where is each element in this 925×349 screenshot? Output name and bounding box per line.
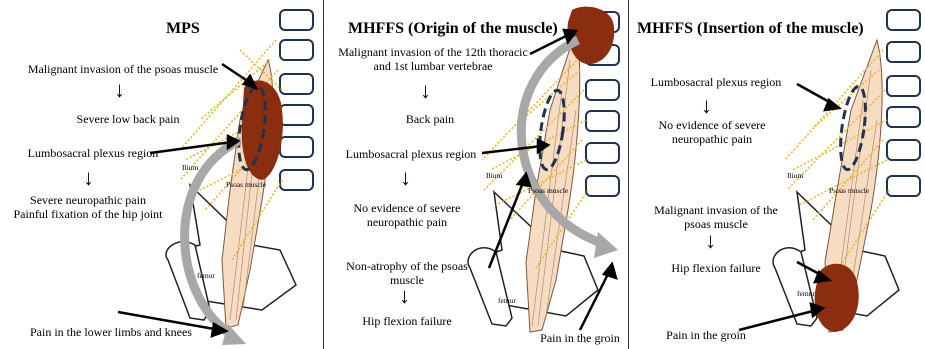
vertebrae-invasion-text: Malignant invasion of the 12th thoracic …: [338, 45, 528, 73]
ilium-label: Ilium: [486, 171, 502, 180]
down-arrow-2: ↓: [400, 167, 411, 189]
ilium-label: Ilium: [182, 163, 198, 172]
lumbosacral-plexus-text: Lumbosacral plexus region: [8, 146, 178, 160]
down-arrow-2: ↓: [83, 167, 94, 189]
panel-mps: MPS Malignant invasion of the psoas musc…: [0, 0, 323, 349]
vertebra-3: [586, 80, 619, 100]
femur-label: femur: [498, 296, 516, 305]
panel-title: MPS: [166, 20, 200, 38]
vertebra-6: [280, 170, 313, 190]
psoas-label: Psoas muscle: [226, 180, 266, 189]
vertebra-4: [280, 105, 313, 125]
panel-title: MHFFS (Insertion of the muscle): [637, 20, 864, 38]
psoas-label: Psoas muscle: [829, 186, 869, 195]
lower-limbs-pain-text: Pain in the lower limbs and knees: [6, 325, 216, 339]
psoas-label: Psoas muscle: [528, 186, 568, 195]
down-arrow-1: ↓: [420, 80, 431, 102]
hip-fixation-text: Painful fixation of the hip joint: [8, 207, 168, 221]
hip-flexion-failure-text: Hip flexion failure: [342, 314, 472, 328]
groin-pain-text: Pain in the groin: [641, 328, 771, 342]
lumbosacral-plexus-text: Lumbosacral plexus region: [326, 147, 496, 161]
vertebra-5: [887, 140, 920, 160]
psoas-invasion-text: Malignant invasion of the psoas muscle: [641, 203, 791, 231]
groin-pain-text: Pain in the groin: [532, 331, 628, 345]
vertebra-3: [280, 74, 313, 94]
down-arrow-2: ↓: [705, 230, 716, 252]
vertebra-4: [887, 107, 920, 127]
vertebra-2: [887, 42, 920, 62]
panel-title: MHFFS (Origin of the muscle): [348, 20, 558, 38]
ilium-label: Ilium: [787, 171, 803, 180]
vertebra-4: [586, 111, 619, 131]
down-arrow-1: ↓: [701, 95, 712, 117]
mps-anatomy-illustration: [0, 0, 323, 349]
vertebra-2: [280, 40, 313, 60]
panel-mhffs-insertion: MHFFS (Insertion of the muscle) Lumbosac…: [629, 0, 925, 349]
lumbosacral-plexus-text: Lumbosacral plexus region: [631, 75, 801, 89]
vertebra-5: [586, 143, 619, 163]
no-neuropathic-pain-text: No evidence of severe neuropathic pain: [637, 118, 787, 146]
severe-neuropathic-pain-text: Severe neuropathic pain: [8, 193, 168, 207]
panel-mhffs-origin: MHFFS (Origin of the muscle) Malignant i…: [324, 0, 628, 349]
vertebra-5: [280, 137, 313, 157]
vertebra-1: [280, 10, 313, 30]
vertebra-6: [887, 176, 920, 196]
vertebra-6: [586, 176, 619, 196]
femur-label: femur: [197, 271, 215, 280]
severe-low-back-pain-text: Severe low back pain: [48, 112, 208, 126]
down-arrow-1: ↓: [114, 79, 125, 101]
no-neuropathic-pain-text: No evidence of severe neuropathic pain: [332, 201, 482, 229]
insertion-anatomy-illustration: [629, 0, 925, 349]
vertebra-1: [887, 10, 920, 30]
down-arrow-3: ↓: [399, 285, 410, 307]
psoas-invasion-text: Malignant invasion of the psoas muscle: [8, 62, 238, 76]
hip-flexion-failure-text: Hip flexion failure: [641, 261, 791, 275]
femur-label: femur: [797, 289, 815, 298]
vertebra-3: [887, 76, 920, 96]
back-pain-text: Back pain: [380, 112, 480, 126]
